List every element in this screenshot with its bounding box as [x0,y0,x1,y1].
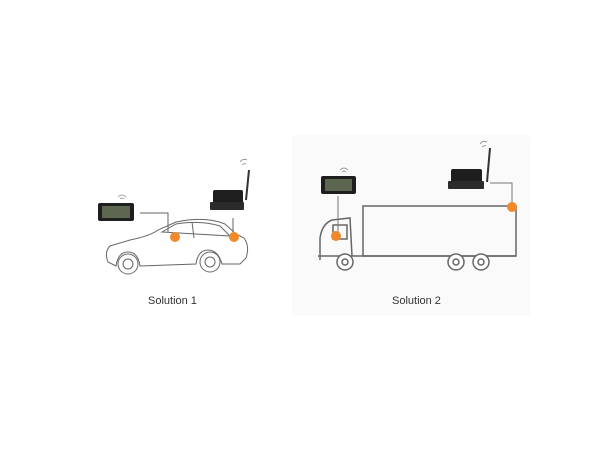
solution-2-diagram [318,205,517,271]
solution-2-panel [292,135,530,316]
truck-wheel-rear-1 [447,253,465,271]
truck-cab [319,217,353,260]
car-wheel-front [117,253,139,275]
car-outline [105,218,249,267]
mount-point-monitor [331,231,341,241]
mount-point-camera [507,202,517,212]
wireless-camera-icon [448,140,491,189]
wireless-monitor-icon [321,167,356,194]
wireless-monitor-icon [98,194,134,221]
solution-2-caption: Solution 2 [392,295,441,307]
truck-wheel-front [336,253,354,271]
connector-line [140,212,169,232]
truck-trailer [362,205,517,257]
car-wheel-rear [199,251,221,273]
truck-wheel-rear-2 [472,253,490,271]
mount-point-monitor [170,232,180,242]
connector-line [490,182,513,206]
mount-point-camera [229,232,239,242]
wireless-camera-icon [210,158,250,210]
solution-1-diagram [105,212,249,275]
solution-1-caption: Solution 1 [148,295,197,307]
